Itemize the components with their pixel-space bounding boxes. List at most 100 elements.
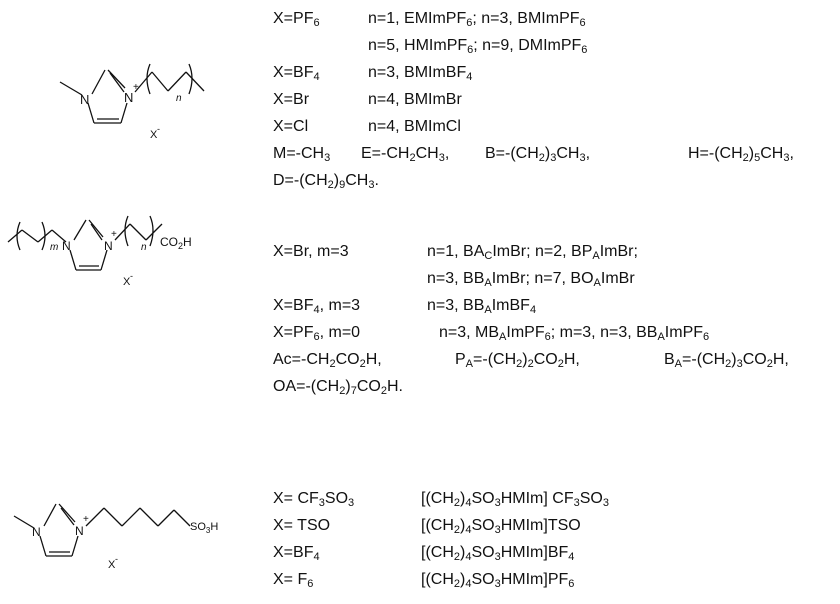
abbrev: CH [760, 145, 784, 162]
row-bf4-m3: X=BF4, m=3 [273, 295, 360, 317]
sub: 6 [307, 578, 314, 590]
abbrev: CO [335, 351, 360, 368]
abbrev: ) [345, 378, 351, 395]
row-bf4-m3-values: n=3, BBAImBF4 [427, 295, 536, 317]
abbrev: . [374, 172, 379, 189]
value-text: n=5, HMImPF [368, 37, 468, 54]
sub: A [657, 331, 665, 343]
abbrev: ) [731, 351, 737, 368]
abbrev: H=-(CH [688, 145, 743, 162]
value-text: ) [460, 571, 466, 588]
abbrev: CO [742, 351, 767, 368]
sub: A [465, 358, 474, 370]
anion-label: SO [324, 490, 349, 507]
structure-sulfonic-imidazolium: N N + SO3H X - [0, 488, 260, 598]
row-abbrev-ac: Ac=-CH2CO2H, [273, 349, 382, 371]
anion-label: , m=0 [319, 324, 361, 341]
sub: 6 [581, 44, 588, 56]
sub: 4 [313, 304, 320, 316]
abbrev: =-(CH [682, 351, 726, 368]
ring-n-label: N [32, 525, 41, 539]
abbrev: CO [356, 378, 381, 395]
sub: 2 [409, 152, 416, 164]
value-text: SO [471, 490, 495, 507]
sub: 2 [359, 358, 366, 370]
sub: 4 [313, 551, 320, 563]
anion-label: X=BF [273, 544, 314, 561]
value-text: ImBr; [599, 243, 638, 260]
abbrev: OA=-(CH [273, 378, 340, 395]
abbrev: ) [333, 172, 340, 189]
sub: 2 [339, 385, 346, 397]
sub: 3 [602, 497, 609, 509]
sub: 6 [544, 331, 551, 343]
sub: 4 [568, 551, 575, 563]
ring-nplus-label: N [124, 90, 133, 105]
sub: 6 [466, 17, 473, 29]
abbrev: ) [544, 145, 551, 162]
row-tso-value: [(CH2)4SO3HMIm]TSO [421, 515, 581, 537]
value-text: [(CH [421, 517, 454, 534]
value-text: n=1, EMImPF [368, 10, 467, 27]
value-text: SO [471, 571, 495, 588]
value-text: ; n=3, BMImPF [472, 10, 580, 27]
row-pf6-values-2: n=5, HMImPF6; n=9, DMImPF6 [368, 35, 587, 57]
row-abbrev-m: M=-CH3 [273, 143, 330, 165]
value-text: ImBr; n=2, BP [492, 243, 593, 260]
row-cf3so3-value: [(CH2)4SO3HMIm] CF3SO3 [421, 488, 609, 510]
structure-2-drawing: N N + m n CO2H X - [7, 215, 192, 288]
anion-minus: - [115, 554, 118, 564]
abbrev: H, [772, 351, 789, 368]
row-pf6-values: n=1, EMImPF6; n=3, BMImPF6 [368, 8, 586, 30]
abbrev: CH [345, 172, 369, 189]
anion-label: X= F [273, 571, 308, 588]
sub: 2 [329, 358, 336, 370]
sub: 3 [348, 497, 355, 509]
value-text: n=1, BA [427, 243, 485, 260]
value-text: ) [460, 544, 466, 561]
sub: 2 [327, 179, 334, 191]
row-tso: X= TSO [273, 515, 330, 537]
sub: 3 [368, 179, 375, 191]
value-text: ; n=9, DMImPF [473, 37, 582, 54]
anion-minus: - [130, 271, 133, 281]
sub: 4 [465, 524, 472, 536]
abbrev: B=-(CH [485, 145, 539, 162]
value-text: n=3, BB [427, 297, 485, 314]
value-text: ImBr; n=7, BO [491, 270, 594, 287]
sub: 6 [467, 44, 474, 56]
sub: 6 [568, 578, 575, 590]
sub: 3 [494, 551, 501, 563]
sub: 2 [453, 578, 461, 590]
sub: 3 [318, 497, 325, 509]
row-abbrev-oa: OA=-(CH2)7CO2H. [273, 376, 403, 398]
tail-text: SO [190, 521, 206, 533]
value-text: HMIm] CF [500, 490, 574, 507]
abbrev: B [664, 351, 675, 368]
value-text: n=4, BMImCl [368, 118, 461, 135]
row-pf6-m0-values: n=3, MBAImPF6; m=3, n=3, BBAImPF6 [439, 322, 709, 344]
sulfonic-group: SO3H [190, 521, 218, 535]
sub: 2 [538, 152, 545, 164]
sub: 2 [742, 152, 749, 164]
anion-label: X=PF [273, 10, 314, 27]
sub: 6 [313, 17, 320, 29]
sub: A [674, 358, 683, 370]
sub: 9 [339, 179, 346, 191]
sub: 3 [324, 152, 331, 164]
sub: 6 [579, 17, 586, 29]
sub: 2 [453, 497, 461, 509]
anion-label: X=Cl [273, 118, 309, 135]
row-br-m3-values-2: n=3, BBAImBr; n=7, BOAImBr [427, 268, 635, 290]
anion-x: X [108, 559, 116, 571]
abbrev: , [585, 145, 591, 162]
abbrev: D=-(CH [273, 172, 328, 189]
row-abbrev-pa: PA=-(CH2)2CO2H, [455, 349, 580, 371]
value-text: ImBr [600, 270, 635, 287]
anion-label: X=Br, m=3 [273, 243, 349, 260]
abbrev: ) [522, 351, 528, 368]
value-text: n=4, BMImBr [368, 91, 462, 108]
sub: A [499, 331, 507, 343]
value-text: HMIm]TSO [500, 517, 581, 534]
value-text: HMIm]PF [500, 571, 569, 588]
